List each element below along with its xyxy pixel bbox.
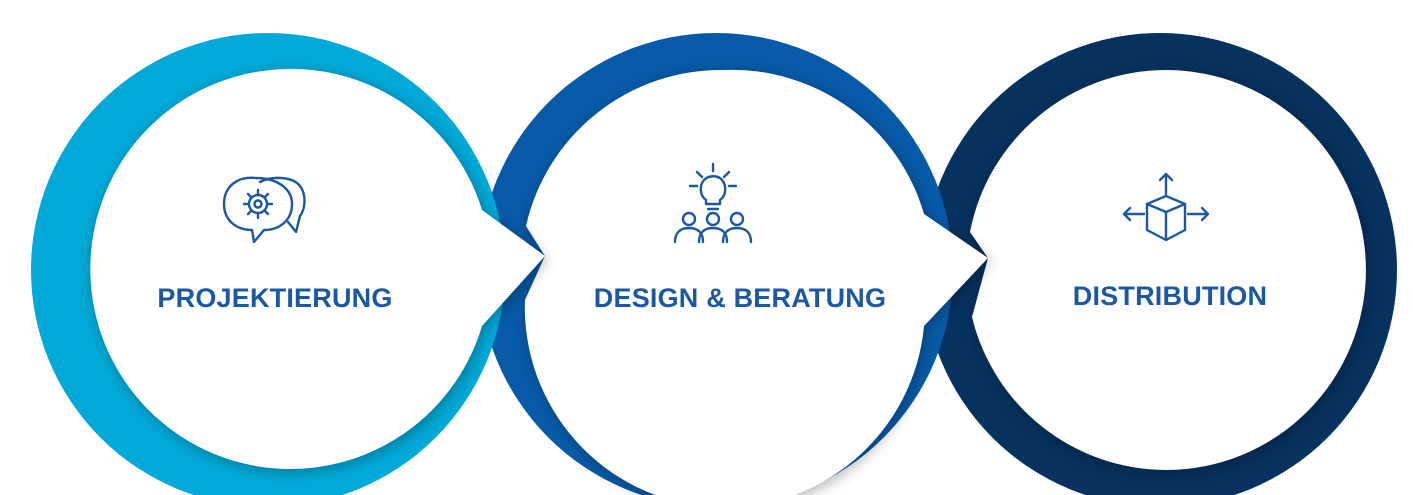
stage-design-shape bbox=[524, 69, 988, 495]
stage-label-design-beratung: DESIGN & BERATUNG bbox=[593, 283, 887, 313]
stage-distribution-shape bbox=[970, 70, 1366, 470]
lightbulb-team-icon bbox=[673, 162, 753, 244]
box-arrows-icon bbox=[1122, 172, 1210, 242]
stage-label-distribution: DISTRIBUTION bbox=[1072, 281, 1268, 311]
stage-projektierung-shape bbox=[90, 68, 545, 469]
gear-chat-icon bbox=[222, 176, 306, 244]
stage-label-projektierung: PROJEKTIERUNG bbox=[157, 283, 393, 313]
